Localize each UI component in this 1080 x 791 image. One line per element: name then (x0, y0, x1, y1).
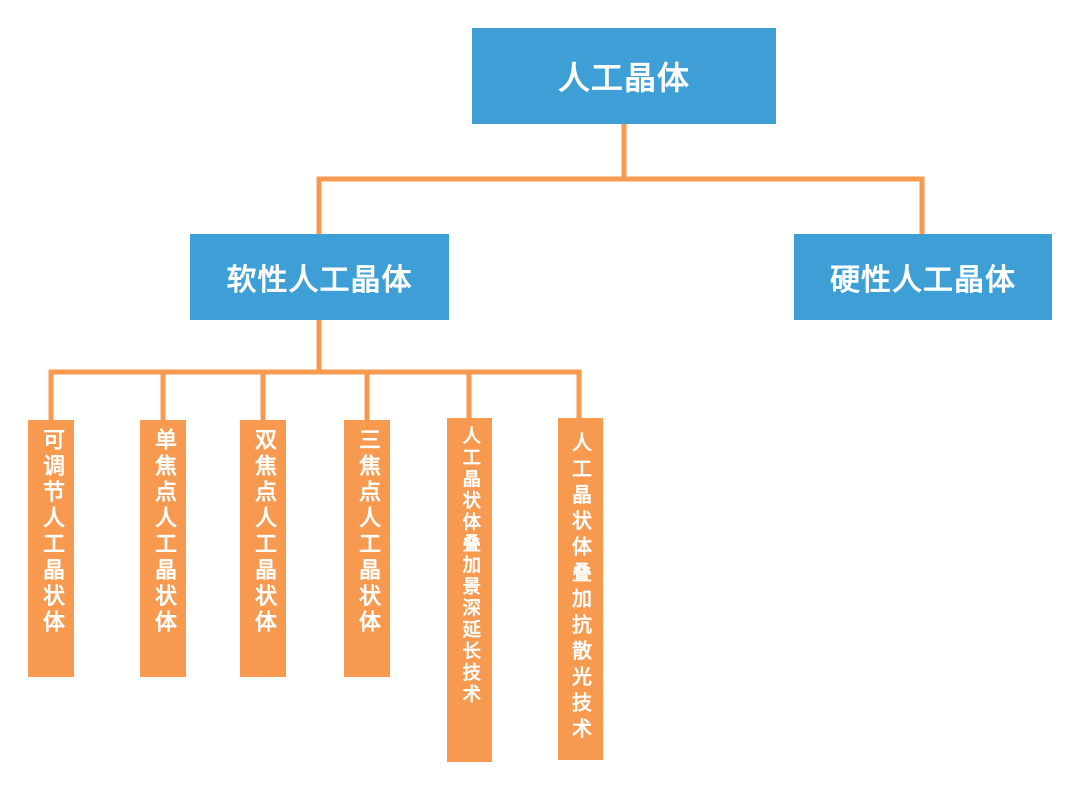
node-leaf-3: 三焦点人工晶状体 (344, 420, 390, 677)
node-leaf-5-label: 人工晶状体叠加抗散光技术 (568, 432, 593, 744)
node-root-label: 人工晶体 (557, 59, 690, 97)
node-hard-iol-label: 硬性人工晶体 (830, 263, 1016, 298)
node-leaf-1-label: 单焦点人工晶状体 (151, 428, 176, 636)
node-leaf-0: 可调节人工晶状体 (28, 420, 74, 677)
node-soft-iol-label: 软性人工晶体 (226, 263, 413, 298)
node-leaf-5: 人工晶状体叠加抗散光技术 (558, 418, 603, 760)
node-leaf-4: 人工晶状体叠加景深延长技术 (447, 418, 492, 762)
node-leaf-1: 单焦点人工晶状体 (140, 420, 186, 677)
node-leaf-2-label: 双焦点人工晶状体 (251, 428, 276, 636)
node-hard-iol: 硬性人工晶体 (794, 234, 1052, 320)
node-root: 人工晶体 (472, 28, 776, 124)
node-leaf-4-label: 人工晶状体叠加景深延长技术 (459, 426, 481, 706)
node-soft-iol: 软性人工晶体 (190, 234, 449, 320)
node-leaf-2: 双焦点人工晶状体 (240, 420, 286, 677)
node-leaf-0-label: 可调节人工晶状体 (39, 428, 64, 636)
node-leaf-3-label: 三焦点人工晶状体 (355, 428, 380, 636)
